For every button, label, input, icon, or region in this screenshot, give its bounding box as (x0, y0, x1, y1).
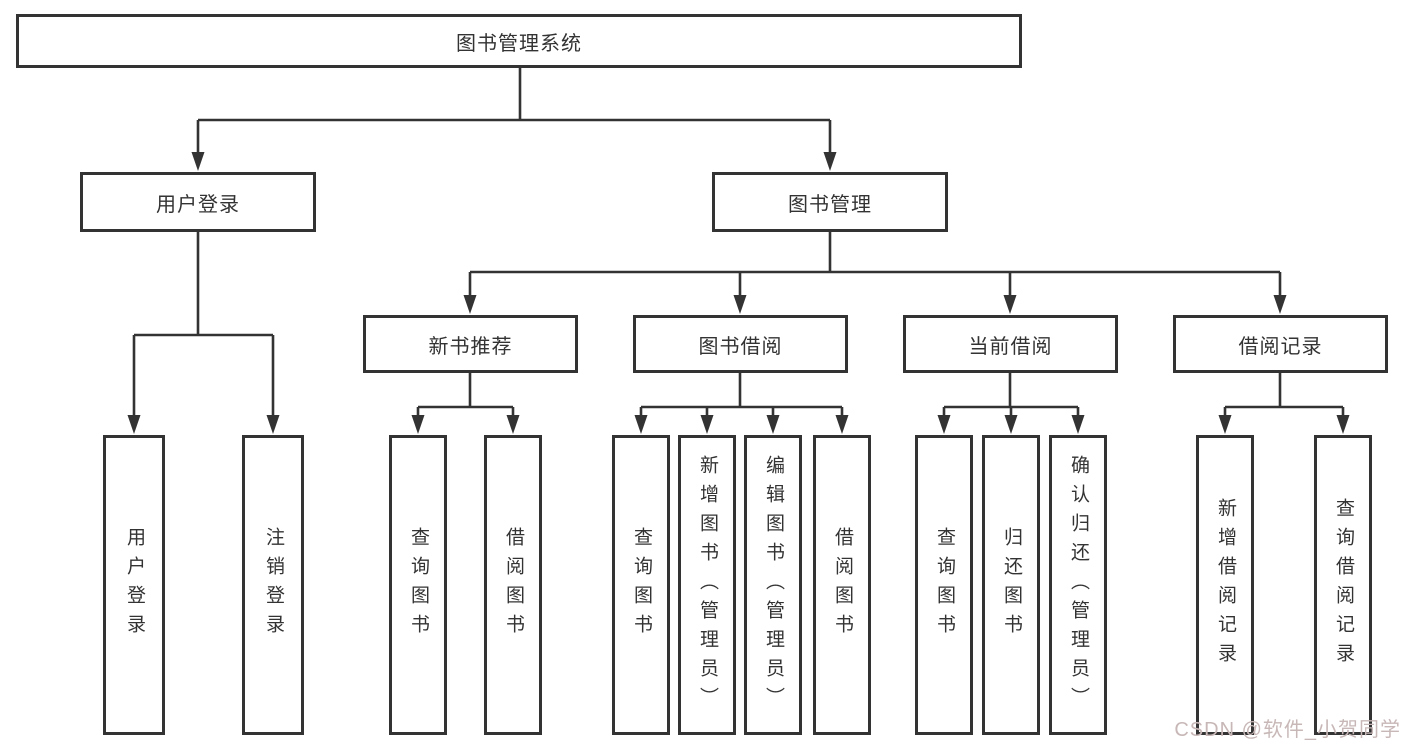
leaf-confirm-return-admin-label: 确认归还（管理员） (1067, 454, 1089, 716)
leaf-confirm-return-admin: 确认归还（管理员） (1049, 435, 1107, 735)
leaf-query-books-recommend-label: 查询图书 (407, 527, 429, 643)
leaf-return-books-label: 归还图书 (1000, 527, 1022, 643)
leaf-add-book-admin: 新增图书（管理员） (678, 435, 736, 735)
leaf-borrow-books-recommend-label: 借阅图书 (502, 527, 524, 643)
leaf-borrow-books-borrowing-label: 借阅图书 (831, 527, 853, 643)
leaf-user-login-label: 用户登录 (123, 527, 145, 643)
leaf-user-login: 用户登录 (103, 435, 165, 735)
node-borrowing-records: 借阅记录 (1173, 315, 1388, 373)
node-book-borrowing: 图书借阅 (633, 315, 848, 373)
leaf-add-book-admin-label: 新增图书（管理员） (696, 454, 718, 716)
leaf-logout: 注销登录 (242, 435, 304, 735)
leaf-query-borrow-record: 查询借阅记录 (1314, 435, 1372, 735)
node-user-login-branch: 用户登录 (80, 172, 316, 232)
leaf-add-borrow-record: 新增借阅记录 (1196, 435, 1254, 735)
leaf-query-books-recommend: 查询图书 (389, 435, 447, 735)
node-library-management-system: 图书管理系统 (16, 14, 1022, 68)
leaf-edit-book-admin: 编辑图书（管理员） (744, 435, 802, 735)
leaf-query-books-current: 查询图书 (915, 435, 973, 735)
leaf-query-books-borrowing-label: 查询图书 (630, 527, 652, 643)
leaf-borrow-books-recommend: 借阅图书 (484, 435, 542, 735)
node-new-book-recommendation: 新书推荐 (363, 315, 578, 373)
leaf-return-books: 归还图书 (982, 435, 1040, 735)
node-book-management: 图书管理 (712, 172, 948, 232)
leaf-logout-label: 注销登录 (262, 527, 284, 643)
node-current-borrowing: 当前借阅 (903, 315, 1118, 373)
leaf-edit-book-admin-label: 编辑图书（管理员） (762, 454, 784, 716)
leaf-query-books-current-label: 查询图书 (933, 527, 955, 643)
leaf-borrow-books-borrowing: 借阅图书 (813, 435, 871, 735)
leaf-query-books-borrowing: 查询图书 (612, 435, 670, 735)
leaf-query-borrow-record-label: 查询借阅记录 (1332, 498, 1354, 672)
leaf-add-borrow-record-label: 新增借阅记录 (1214, 498, 1236, 672)
